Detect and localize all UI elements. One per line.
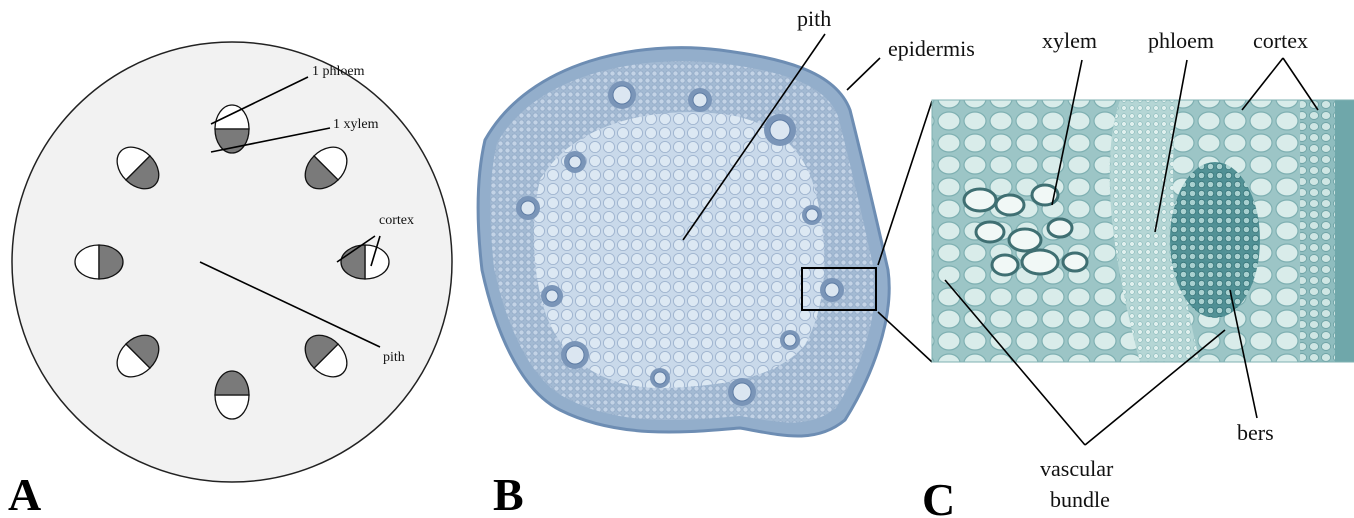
panel-label-b: B [493, 469, 524, 518]
label-xylem-c: xylem [1042, 28, 1097, 53]
vascular-bundle [341, 245, 389, 279]
label-fibers-c: bers [1237, 420, 1274, 445]
label-epidermis-b: epidermis [888, 36, 975, 61]
panel-label-c: C [922, 474, 955, 518]
micrograph-b: pith epidermis B [478, 6, 975, 518]
label-vascular-c: vascular [1040, 456, 1114, 481]
vascular-bundle [215, 371, 249, 419]
diagram-a: 1 phloem 1 xylem cortex pith A [8, 42, 452, 518]
vascular-bundle [75, 245, 123, 279]
label-bundle-c: bundle [1050, 487, 1110, 512]
label-pith-b: pith [797, 6, 831, 31]
label-cortex-c: cortex [1253, 28, 1308, 53]
fibers-region-c [1170, 162, 1260, 318]
label-xylem-a: 1 xylem [333, 117, 379, 132]
panel-label-a: A [8, 469, 41, 518]
zoom-connector-top [878, 101, 932, 265]
micrograph-c: xylem phloem cortex bers vascular bundle… [922, 28, 1354, 518]
label-phloem-c: phloem [1148, 28, 1214, 53]
label-cortex-a: cortex [379, 213, 414, 228]
zoom-connector-bottom [878, 312, 932, 362]
label-pith-a: pith [383, 350, 405, 365]
label-phloem-a: 1 phloem [312, 64, 365, 79]
